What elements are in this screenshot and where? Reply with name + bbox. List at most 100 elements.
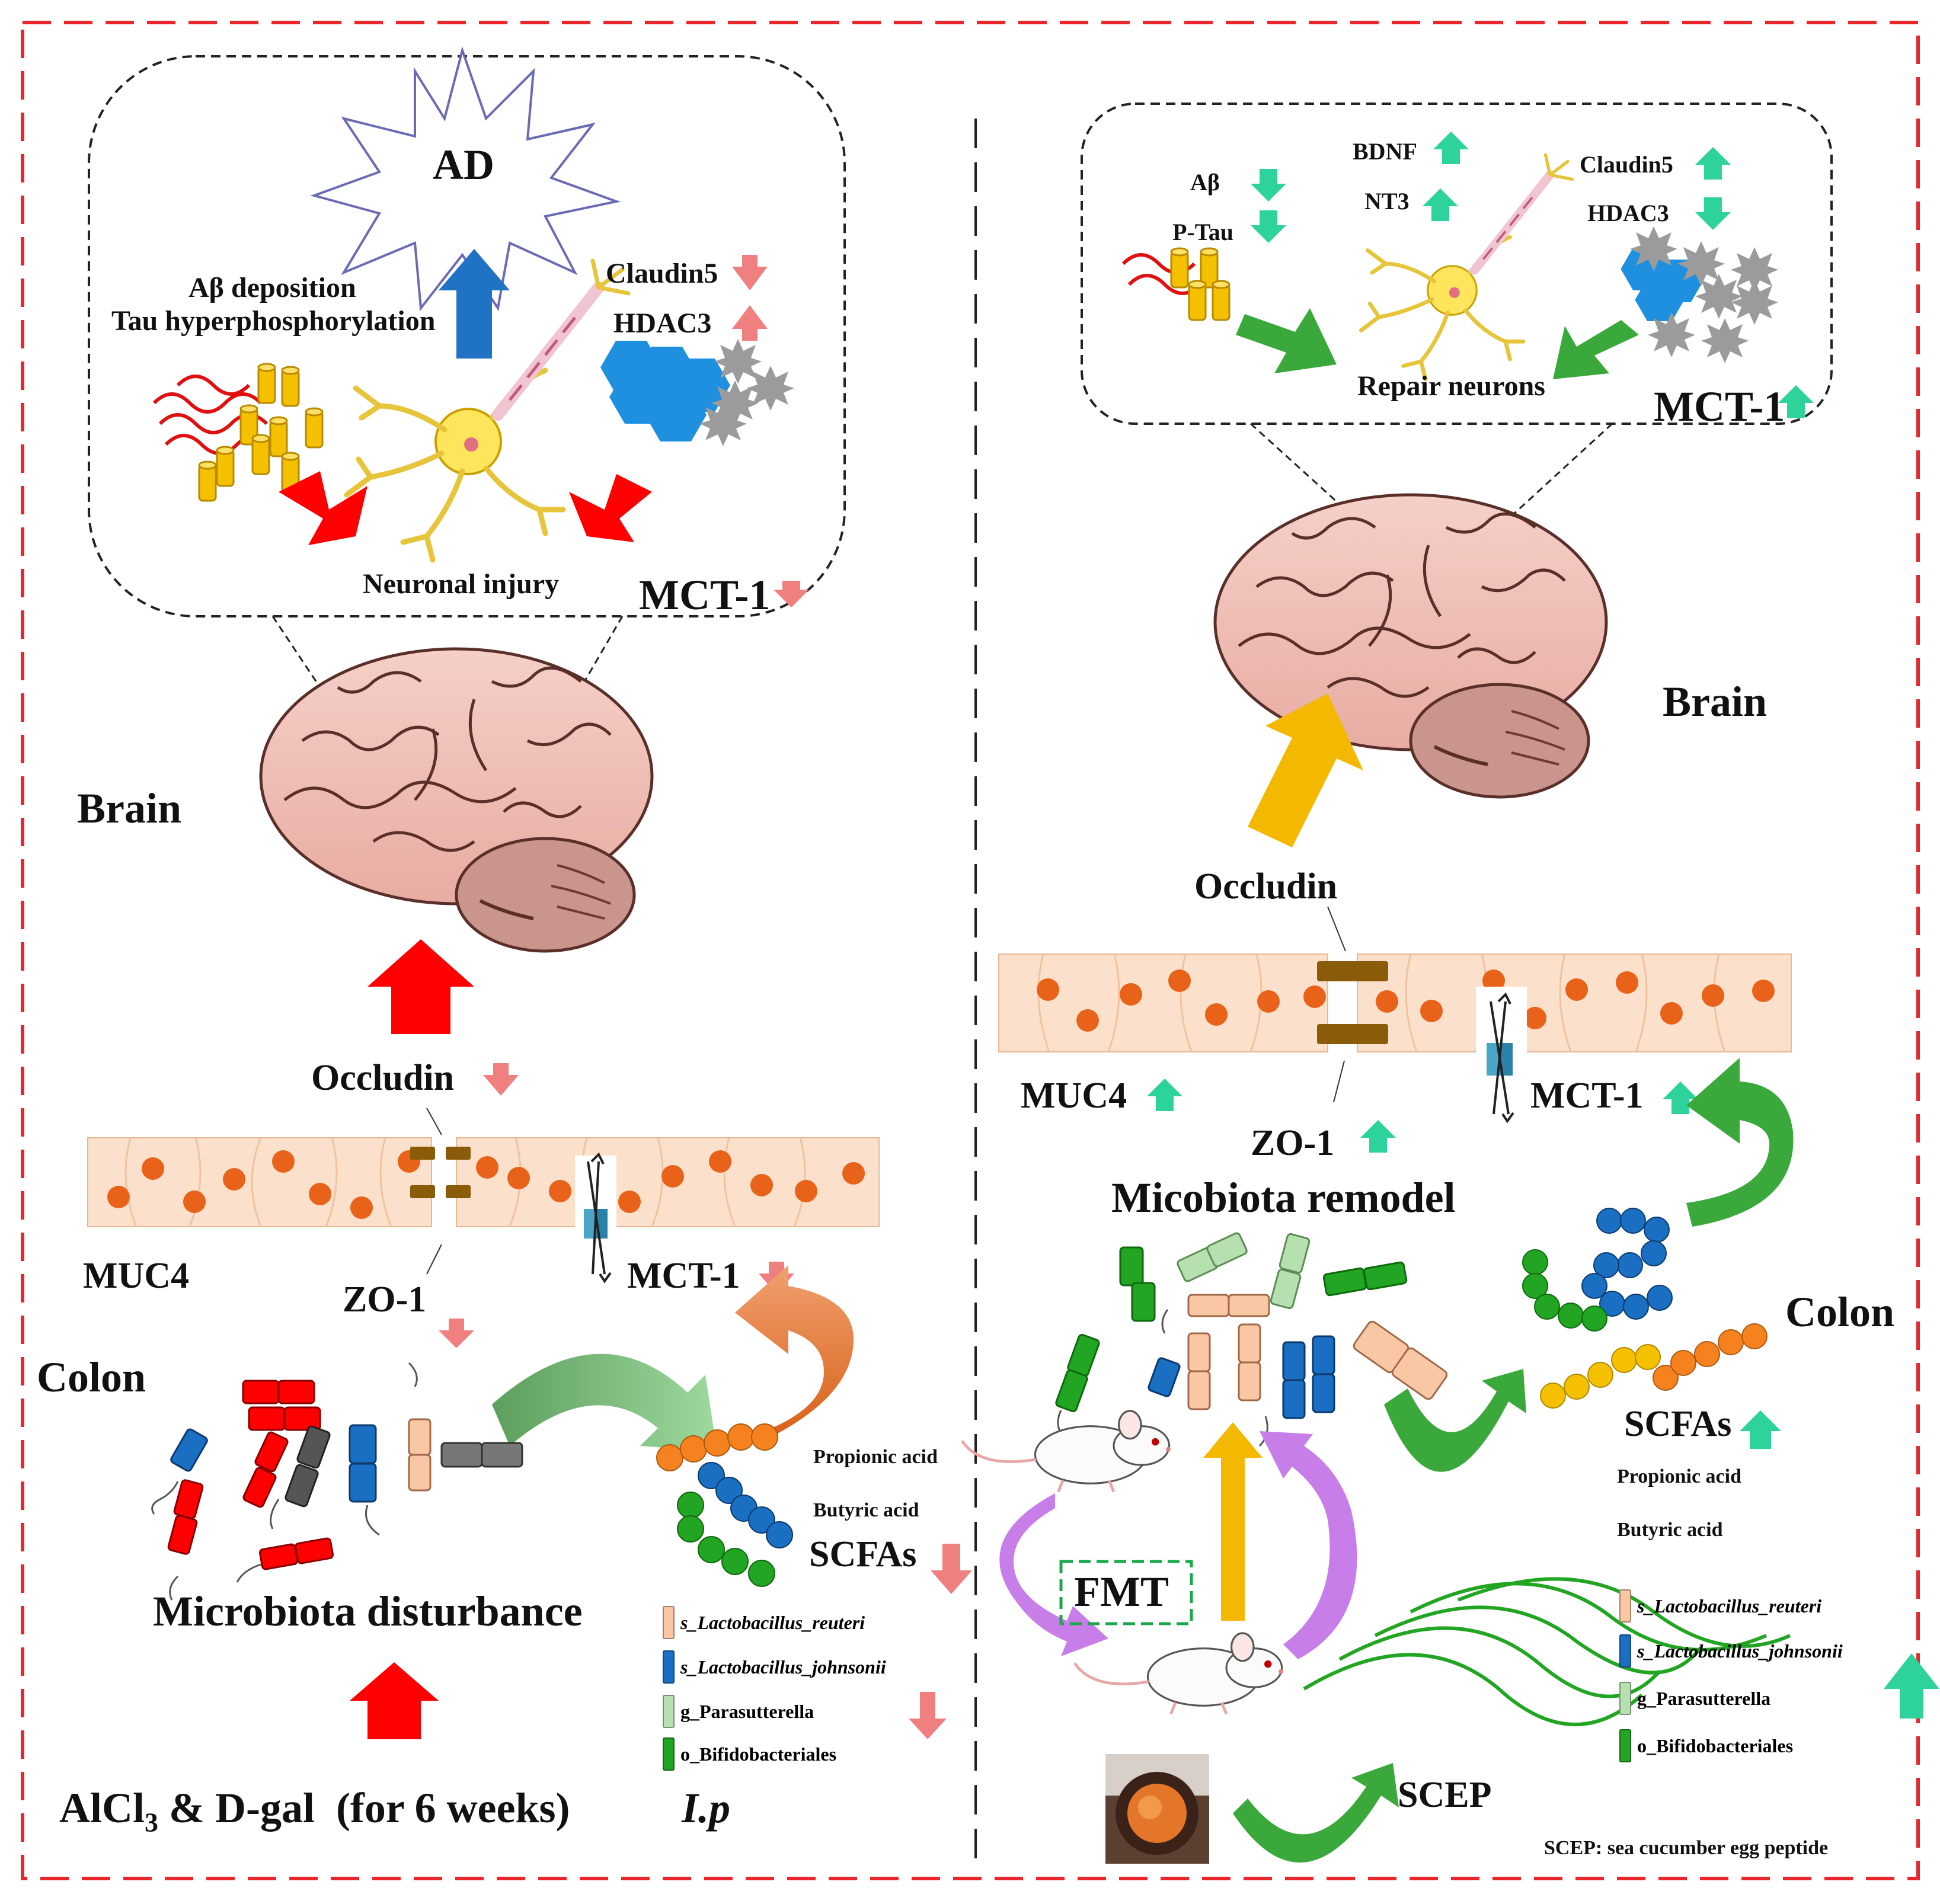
scfas-label-left: SCFAs	[809, 1534, 917, 1575]
ad-starburst	[310, 46, 621, 312]
hdac3-label-left: HDAC3	[613, 308, 712, 339]
mct1-colon-label-left: MCT-1	[627, 1256, 740, 1296]
mouse-top	[962, 1411, 1171, 1492]
legend-left-swatch-3	[663, 1737, 675, 1771]
legend-right-swatch-3	[1619, 1729, 1631, 1762]
arrow-mct1-brain-right	[1778, 385, 1814, 418]
big-yellow-up-arrow	[1203, 1422, 1263, 1621]
arrow-hdac3-left	[732, 305, 768, 341]
propionic-label-left: Propionic acid	[813, 1446, 938, 1468]
mct1-brain-label-right: MCT-1	[1654, 383, 1785, 430]
red-arrow-to-neuron-left	[279, 471, 367, 545]
arrow-muc4-right	[1147, 1079, 1182, 1111]
abeta-label-right: Aβ	[1190, 169, 1220, 196]
outer-border	[21, 21, 1920, 1880]
legend-left-swatch-1	[663, 1650, 675, 1684]
scfas-label-right: SCFAs	[1624, 1404, 1732, 1444]
butyric-label-left: Butyric acid	[813, 1499, 919, 1521]
colon-label-right: Colon	[1785, 1288, 1895, 1336]
claudin5-label-right: Claudin5	[1580, 151, 1673, 178]
tau-cylinders-right	[1170, 247, 1231, 321]
ptau-label-right: P-Tau	[1172, 219, 1234, 245]
arrow-zo1-left	[439, 1319, 474, 1348]
orange-curved-arrow-left	[735, 1265, 854, 1434]
treatment-subscript: 3	[145, 1807, 158, 1838]
mct1-channel-right	[1476, 987, 1527, 1124]
green-curved-arrow-right	[1686, 1058, 1794, 1227]
legend-left-item-2: g_Parasutterella	[663, 1695, 814, 1728]
tight-junctions-right	[1317, 961, 1388, 1044]
arrow-claudin5-right	[1695, 147, 1731, 180]
mouse-bottom	[1075, 1633, 1283, 1714]
legend-left-item-3: o_Bifidobacteriales	[663, 1737, 836, 1771]
ip-label: I.p	[682, 1784, 731, 1832]
purple-arrow-left	[999, 1493, 1108, 1656]
legend-right-item-3: o_Bifidobacteriales	[1619, 1729, 1793, 1762]
right-brain-zoom-box	[1081, 103, 1833, 425]
microbiota-remodel-label: Micobiota remodel	[1111, 1174, 1456, 1221]
colon-tissue-left	[87, 1137, 880, 1227]
legend-right-swatch-2	[1619, 1682, 1631, 1715]
microbiota-disturbance-label: Microbiota disturbance	[153, 1588, 583, 1635]
scfa-chains-left	[656, 1423, 793, 1587]
nt3-label-right: NT3	[1364, 188, 1410, 215]
propionic-label-right: Propionic acid	[1617, 1465, 1741, 1487]
bacteria-cluster-left	[151, 1362, 523, 1601]
big-yellow-arrow-brain	[1248, 693, 1363, 847]
big-red-up-arrow-brain	[367, 939, 474, 1034]
arrow-claudin5-left	[732, 255, 768, 290]
treatment-part-a: AlCl	[59, 1784, 145, 1832]
arrow-scfas-right	[1740, 1410, 1781, 1449]
legend-left-swatch-2	[663, 1695, 675, 1728]
ad-label: AD	[433, 141, 494, 188]
scep-footnote: SCEP: sea cucumber egg peptide	[1544, 1837, 1829, 1859]
butyric-label-right: Butyric acid	[1617, 1519, 1723, 1541]
repair-neurons-label: Repair neurons	[1357, 370, 1545, 402]
legend-right-swatch-1	[1619, 1634, 1631, 1668]
brain-label-right: Brain	[1663, 678, 1768, 725]
hdac3-label-right: HDAC3	[1587, 200, 1669, 226]
mct1-channel-left	[575, 1152, 616, 1284]
green-curved-arrow-left	[492, 1353, 717, 1452]
arrow-legend-left	[909, 1692, 947, 1739]
brain-label-left: Brain	[77, 785, 182, 832]
big-red-up-arrow-treatment	[350, 1662, 439, 1739]
arrow-bdnf-right	[1433, 132, 1469, 164]
legend-right-item-2: g_Parasutterella	[1619, 1682, 1770, 1715]
arrow-legend-right	[1884, 1653, 1939, 1719]
claudin5-label-left: Claudin5	[606, 258, 718, 289]
arrow-nt3-right	[1423, 188, 1458, 221]
up-arrow-blue	[439, 249, 510, 359]
left-brain-zoom-box	[88, 55, 846, 617]
red-arrow-to-neuron-right	[569, 474, 652, 542]
arrow-mct1-brain-left	[774, 581, 809, 607]
occludin-label-right: Occludin	[1194, 866, 1338, 907]
arrow-zo1-right	[1360, 1120, 1396, 1153]
green-arrow-to-neurons-right	[1553, 320, 1639, 379]
treatment-part-b: & D-gal (for 6 weeks)	[158, 1784, 570, 1832]
colon-tissue-right	[998, 953, 1792, 1052]
legend-right-swatch-0	[1619, 1589, 1631, 1623]
mct1-brain-label-left: MCT-1	[639, 571, 771, 619]
tau-hyper-label: Tau hyperphosphorylation	[111, 305, 436, 337]
legend-right-item-0: s_Lactobacillus_reuteri	[1619, 1589, 1821, 1623]
occludin-label-left: Occludin	[311, 1058, 455, 1098]
green-arrow-to-neurons-left	[1236, 308, 1337, 373]
legend-left-item-0: s_Lactobacillus_reuteri	[663, 1606, 865, 1639]
zo1-label-right: ZO-1	[1251, 1123, 1335, 1163]
zo1-label-left: ZO-1	[343, 1279, 427, 1320]
neuronal-injury-label: Neuronal injury	[363, 568, 560, 600]
muc4-label-right: MUC4	[1021, 1076, 1127, 1116]
scep-ribbons	[1303, 1577, 1791, 1726]
muc4-label-left: MUC4	[83, 1256, 190, 1296]
green-curved-arrow-scep	[1233, 1763, 1399, 1863]
sea-cucumber-egg-photo	[1105, 1754, 1209, 1864]
fmt-box	[1059, 1560, 1193, 1625]
legend-right-item-1: s_Lactobacillus_johnsonii	[1619, 1634, 1843, 1668]
brain-left	[261, 649, 652, 951]
arrow-scfas-left	[931, 1544, 972, 1594]
green-u-arrow-right	[1384, 1369, 1526, 1472]
legend-left-swatch-0	[663, 1606, 675, 1639]
bacteria-cluster-right	[1055, 1232, 1448, 1447]
